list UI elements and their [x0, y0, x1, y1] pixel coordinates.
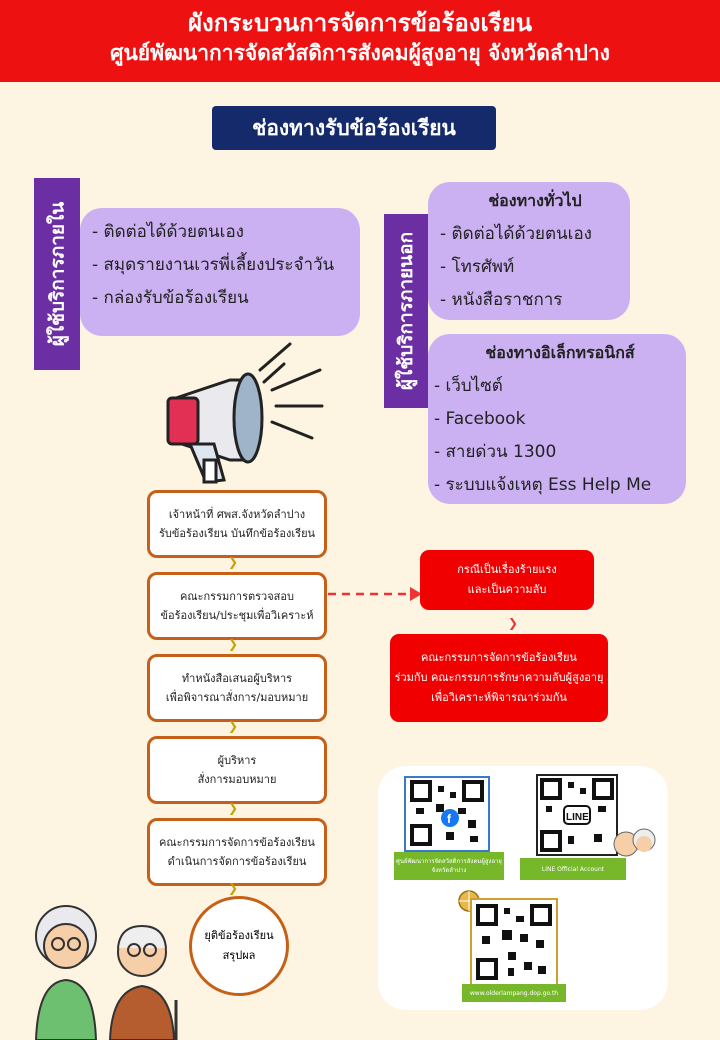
channels-title: ช่องทางรับข้อร้องเรียน	[212, 106, 496, 150]
general-item: - หนังสือราชการ	[440, 290, 563, 310]
website-qr-code[interactable]	[470, 898, 558, 986]
serious-line1: กรณีเป็นเรื่องร้ายแรง	[457, 563, 557, 576]
general-channels-box: ช่องทางทั่วไป - ติดต่อได้ด้วยตนเอง - โทร…	[428, 182, 630, 320]
line-qr-code[interactable]: LINE	[536, 774, 618, 856]
general-channels-heading: ช่องทางทั่วไป	[488, 191, 582, 210]
flow-step-4-line1: ผู้บริหาร	[217, 754, 257, 767]
chevron-down-icon: ❯	[228, 801, 239, 815]
general-item: - ติดต่อได้ด้วยตนเอง	[440, 224, 592, 244]
flow-step-3: ทำหนังสือเสนอผู้บริหาร เพื่อพิจารณาสั่งก…	[147, 654, 327, 722]
flow-step-2-line1: คณะกรรมการตรวจสอบ	[180, 590, 294, 603]
flow-step-2: คณะกรรมการตรวจสอบ ข้อร้องเรียน/ประชุมเพื…	[147, 572, 327, 640]
electronic-item: - เว็บไซต์	[434, 376, 503, 396]
header-banner: ผังกระบวนการจัดการข้อร้องเรียน ศูนย์พัฒน…	[0, 0, 720, 82]
committee-line2: ร่วมกับ คณะกรรมการรักษาความลับผู้สูงอายุ	[394, 671, 604, 684]
electronic-item: - สายด่วน 1300	[434, 442, 557, 462]
serious-line2: และเป็นความลับ	[467, 583, 547, 596]
internal-channels-box: - ติดต่อได้ด้วยตนเอง - สมุดรายงานเวรพี่เ…	[80, 208, 360, 336]
serious-case-box: กรณีเป็นเรื่องร้ายแรง และเป็นความลับ	[420, 550, 594, 610]
internal-item: - กล่องรับข้อร้องเรียน	[92, 288, 249, 308]
elderly-couple-illustration	[34, 905, 178, 1040]
committee-line1: คณะกรรมการจัดการข้อร้องเรียน	[421, 651, 577, 664]
external-users-label-text: ผู้ใช้บริการภายนอก	[395, 231, 417, 391]
website-caption: www.olderlampang.dop.go.th	[462, 984, 566, 1002]
flow-step-4-line2: สั่งการมอบหมาย	[197, 773, 277, 786]
facebook-qr-code[interactable]: f	[404, 776, 490, 852]
electronic-item: - ระบบแจ้งเหตุ Ess Help Me	[434, 475, 652, 495]
end-line2: สรุปผล	[222, 949, 256, 962]
line-badge-text: LINE	[566, 812, 589, 823]
flow-step-4: ผู้บริหาร สั่งการมอบหมาย	[147, 736, 327, 804]
flow-step-5: คณะกรรมการจัดการข้อร้องเรียน ดำเนินการจั…	[147, 818, 327, 886]
flow-step-2-line2: ข้อร้องเรียน/ประชุมเพื่อวิเคราะห์	[160, 609, 314, 622]
megaphone-icon	[166, 342, 324, 484]
page-title: ผังกระบวนการจัดการข้อร้องเรียน	[187, 9, 533, 37]
facebook-caption: ศูนย์พัฒนาการจัดสวัสดิการสังคมผู้สูงอายุ…	[394, 852, 504, 880]
electronic-channels-box: ช่องทางอิเล็กทรอนิกส์ - เว็บไซต์ - Faceb…	[428, 334, 686, 504]
electronic-item: - Facebook	[434, 409, 526, 429]
flow-step-3-line1: ทำหนังสือเสนอผู้บริหาร	[181, 672, 293, 685]
internal-users-label-text: ผู้ใช้บริการภายใน	[46, 201, 69, 347]
committee-line3: เพื่อวิเคราะห์พิจารณาร่วมกัน	[431, 691, 567, 704]
dashed-arrow	[328, 587, 422, 601]
chevron-down-icon: ❯	[228, 881, 239, 895]
chevron-down-icon: ❯	[228, 637, 239, 651]
electronic-channels-heading: ช่องทางอิเล็กทรอนิกส์	[485, 343, 635, 362]
flow-step-1-line1: เจ้าหน้าที่ ศพส.จังหวัดลำปาง	[168, 508, 306, 521]
internal-users-label: ผู้ใช้บริการภายใน	[34, 178, 80, 370]
flow-step-1-line2: รับข้อร้องเรียน บันทึกข้อร้องเรียน	[158, 527, 316, 540]
flow-step-5-line2: ดำเนินการจัดการข้อร้องเรียน	[167, 855, 307, 868]
committee-box: คณะกรรมการจัดการข้อร้องเรียน ร่วมกับ คณะ…	[390, 634, 608, 722]
elderly-mascot-icon	[613, 828, 656, 857]
line-caption: LINE Official Account	[520, 858, 626, 880]
internal-item: - สมุดรายงานเวรพี่เลี้ยงประจำวัน	[92, 255, 335, 275]
flow-step-5-line1: คณะกรรมการจัดการข้อร้องเรียน	[159, 836, 315, 849]
general-item: - โทรศัพท์	[440, 257, 515, 277]
chevron-down-icon: ❯	[228, 555, 239, 569]
flow-step-3-line2: เพื่อพิจารณาสั่งการ/มอบหมาย	[165, 691, 309, 704]
internal-item: - ติดต่อได้ด้วยตนเอง	[92, 222, 244, 242]
svg-text:f: f	[447, 812, 452, 826]
end-line1: ยุติข้อร้องเรียน	[204, 929, 274, 942]
external-users-label: ผู้ใช้บริการภายนอก	[384, 214, 428, 408]
chevron-down-icon: ❯	[228, 719, 239, 733]
chevron-down-icon: ❯	[508, 616, 519, 630]
flow-step-1: เจ้าหน้าที่ ศพส.จังหวัดลำปาง รับข้อร้องเ…	[147, 490, 327, 558]
page-subtitle: ศูนย์พัฒนาการจัดสวัสดิการสังคมผู้สูงอายุ…	[110, 41, 610, 65]
end-circle: ยุติข้อร้องเรียน สรุปผล	[189, 896, 289, 996]
